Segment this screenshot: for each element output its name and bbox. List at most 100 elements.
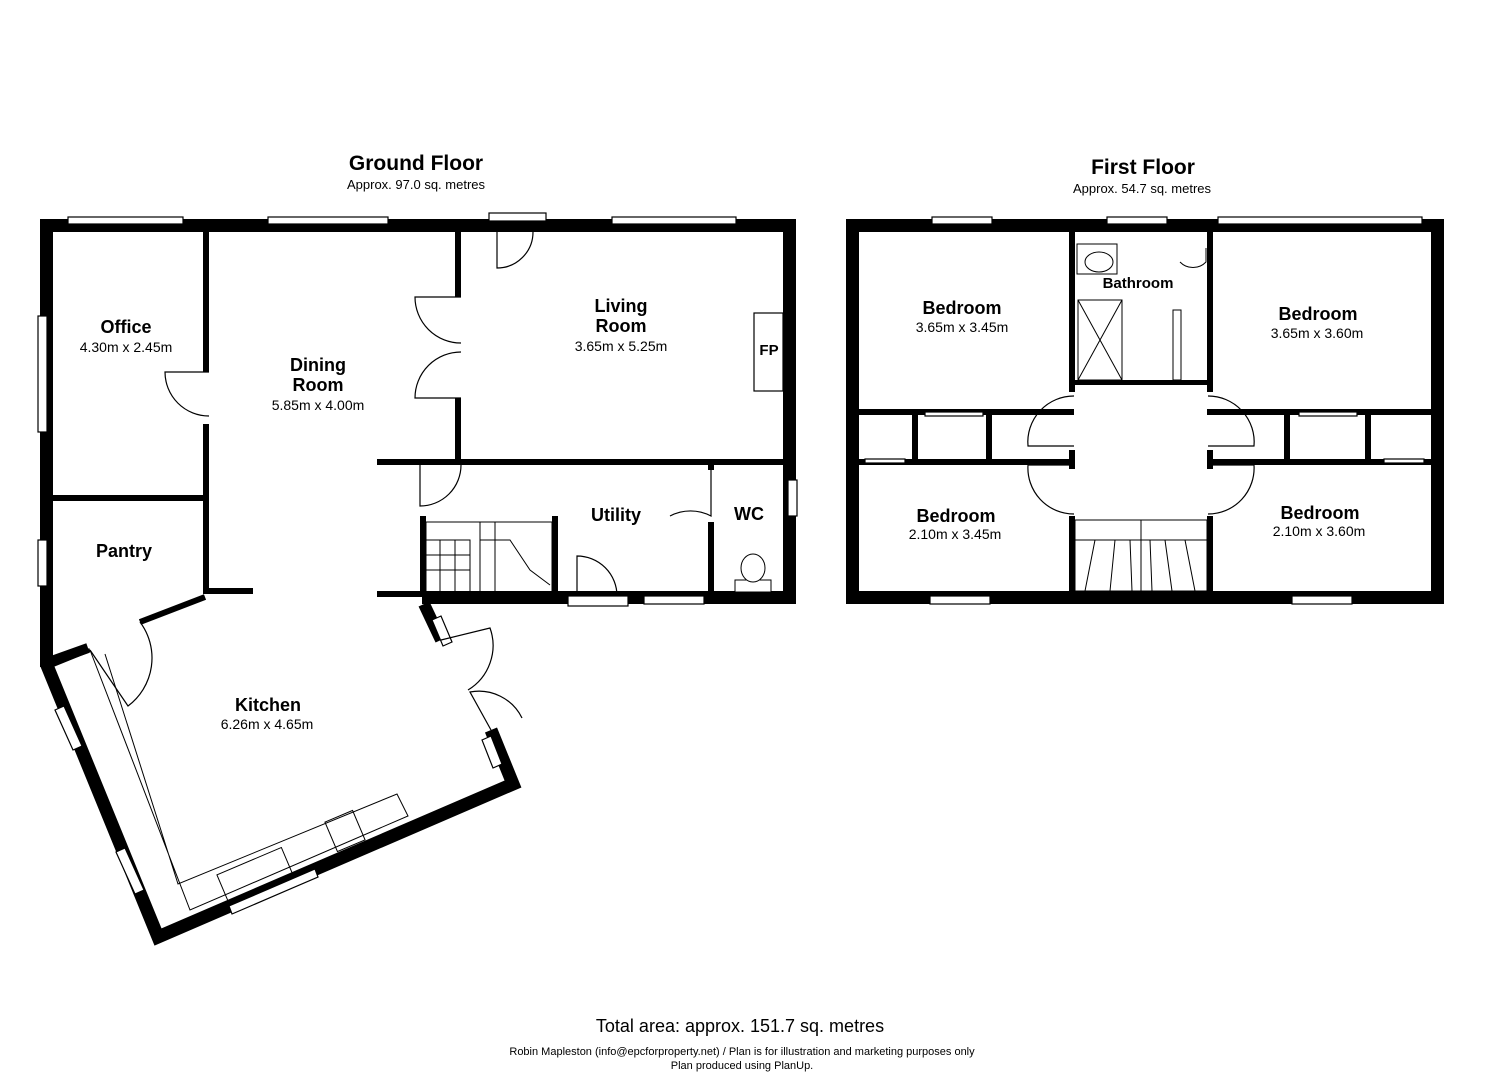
office-label: Office bbox=[100, 317, 152, 337]
wall bbox=[203, 232, 209, 372]
toilet-bowl bbox=[1084, 251, 1114, 273]
ground-floor-area: Approx. 97.0 sq. metres bbox=[346, 177, 486, 192]
basin bbox=[1179, 248, 1207, 268]
bedroom-top-right-dimensions: 3.65m x 3.60m bbox=[1270, 325, 1364, 341]
wall bbox=[708, 522, 714, 594]
wall bbox=[1284, 415, 1290, 459]
window bbox=[481, 735, 503, 769]
wall bbox=[138, 594, 207, 625]
wall bbox=[455, 398, 461, 462]
wall bbox=[1365, 415, 1371, 459]
wall bbox=[1207, 232, 1213, 392]
door-swing bbox=[669, 462, 712, 517]
door-swing bbox=[419, 464, 462, 507]
kitchen-label: Kitchen bbox=[234, 695, 302, 715]
cupboard-door bbox=[864, 458, 906, 464]
wall bbox=[1431, 219, 1444, 604]
wall bbox=[552, 516, 558, 594]
bedroom-bottom-right-label: Bedroom bbox=[1280, 503, 1360, 523]
wall bbox=[1207, 450, 1213, 469]
fireplace-label: FP bbox=[759, 342, 779, 359]
bedroom-top-left-dimensions: 3.65m x 3.45m bbox=[915, 319, 1009, 335]
living-label-1: Living bbox=[594, 296, 648, 316]
bedroom-bottom-left-dimensions: 2.10m x 3.45m bbox=[908, 526, 1002, 542]
wall bbox=[1069, 232, 1075, 392]
wall bbox=[1069, 450, 1075, 469]
window bbox=[643, 595, 705, 605]
first-floor-title: First Floor bbox=[1091, 156, 1195, 179]
door-frame bbox=[488, 212, 547, 222]
wall bbox=[783, 219, 796, 604]
door-swing bbox=[576, 555, 618, 597]
wall bbox=[203, 588, 253, 594]
utility-label: Utility bbox=[590, 505, 642, 525]
door-swing bbox=[1027, 464, 1075, 515]
wall bbox=[1069, 380, 1213, 385]
kitchen-dimensions: 6.26m x 4.65m bbox=[220, 716, 314, 732]
window bbox=[228, 868, 319, 915]
window bbox=[115, 847, 145, 895]
door-swing bbox=[164, 371, 210, 417]
door-swing bbox=[440, 627, 523, 731]
window bbox=[931, 216, 993, 225]
wall bbox=[39, 660, 522, 946]
wall bbox=[986, 415, 992, 459]
credit-line-1: Robin Mapleston (info@epcforproperty.net… bbox=[509, 1046, 975, 1058]
bedroom-top-right-label: Bedroom bbox=[1278, 304, 1358, 324]
staircase bbox=[425, 521, 553, 593]
window bbox=[787, 479, 798, 517]
wall bbox=[40, 219, 53, 667]
dining-label-2: Room bbox=[292, 375, 344, 395]
wall bbox=[912, 415, 918, 459]
first-floor-plan bbox=[846, 216, 1444, 605]
window bbox=[611, 216, 737, 225]
wall bbox=[377, 591, 424, 597]
wall bbox=[420, 516, 426, 594]
wall bbox=[455, 232, 461, 297]
door-frame bbox=[567, 595, 629, 607]
cupboard-door bbox=[1298, 411, 1358, 417]
window bbox=[54, 705, 83, 751]
kitchen-worktop bbox=[89, 649, 409, 911]
window bbox=[37, 315, 48, 433]
ground-floor-plan bbox=[37, 212, 798, 946]
bathroom-label: Bathroom bbox=[1102, 275, 1174, 292]
window bbox=[1217, 216, 1423, 225]
shower-tray bbox=[1077, 299, 1123, 381]
wall bbox=[859, 459, 1074, 465]
office-dimensions: 4.30m x 2.45m bbox=[79, 339, 173, 355]
wall bbox=[53, 495, 209, 501]
wall bbox=[52, 648, 91, 667]
bedroom-bottom-right-dimensions: 2.10m x 3.60m bbox=[1272, 523, 1366, 539]
hob bbox=[324, 809, 366, 853]
stair-treads bbox=[426, 522, 551, 592]
wall bbox=[1069, 516, 1075, 594]
sink bbox=[216, 846, 294, 904]
living-dimensions: 3.65m x 5.25m bbox=[574, 338, 668, 354]
wc-label: WC bbox=[734, 504, 764, 524]
dining-dimensions: 5.85m x 4.00m bbox=[271, 397, 365, 413]
window bbox=[1291, 595, 1353, 605]
wall bbox=[203, 424, 209, 594]
dining-label-1: Dining bbox=[290, 355, 346, 375]
window bbox=[267, 216, 389, 225]
window bbox=[67, 216, 184, 225]
total-area: Total area: approx. 151.7 sq. metres bbox=[595, 1016, 885, 1036]
door-swing bbox=[414, 296, 462, 399]
window bbox=[929, 595, 991, 605]
pantry-label: Pantry bbox=[95, 541, 153, 561]
door-swing bbox=[496, 231, 534, 269]
first-floor-area: Approx. 54.7 sq. metres bbox=[1072, 181, 1212, 196]
ground-floor-title: Ground Floor bbox=[348, 152, 484, 175]
fireplace bbox=[753, 312, 784, 392]
toilet-bowl bbox=[740, 553, 766, 583]
stair-treads bbox=[1075, 520, 1207, 592]
door-swing bbox=[89, 621, 153, 707]
door-swing bbox=[1207, 395, 1255, 447]
bedroom-top-left-label: Bedroom bbox=[922, 298, 1002, 318]
living-label-2: Room bbox=[595, 316, 647, 336]
wall bbox=[377, 459, 796, 465]
wall bbox=[44, 643, 90, 668]
window bbox=[37, 539, 48, 587]
